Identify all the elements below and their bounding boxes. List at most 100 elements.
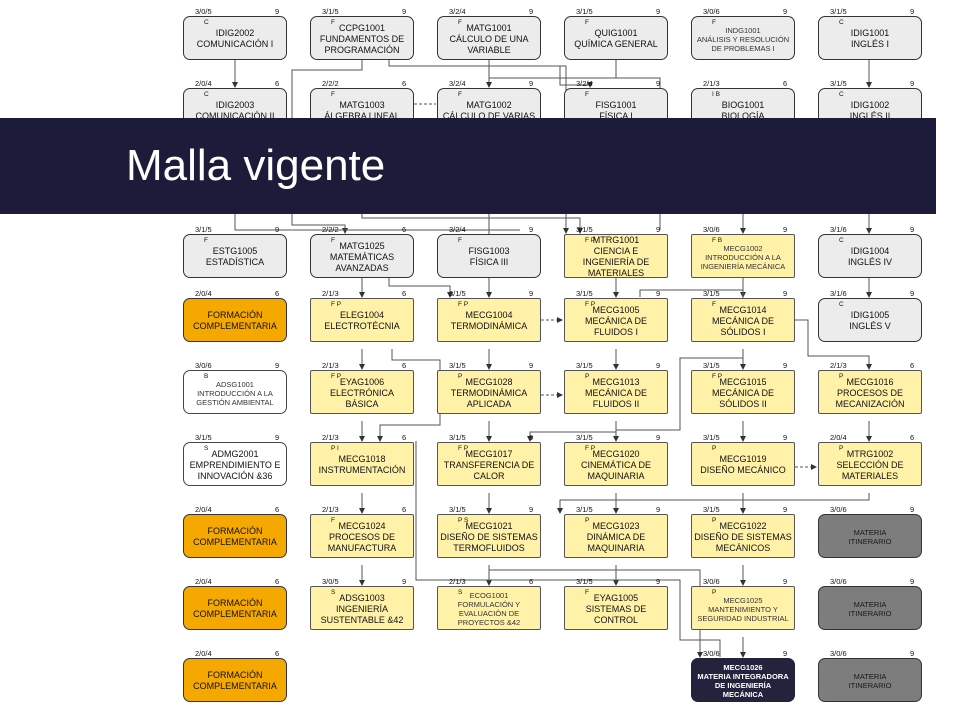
course-label: ELEG1004 ELECTROTÉCNIA [324, 310, 400, 331]
course-hours: 2/0/4 [195, 577, 212, 586]
course-label: FISG1003 FÍSICA III [468, 246, 510, 267]
course-hours: 2/0/4 [195, 505, 212, 514]
course-credits: 6 [275, 79, 280, 88]
course-box[interactable]: MECG1026 MATERIA INTEGRADORA DE INGENIER… [691, 658, 795, 702]
course-label: MECG1026 MATERIA INTEGRADORA DE INGENIER… [697, 663, 789, 699]
course-label: MATG1025 MATEMÁTICAS AVANZADAS [329, 240, 395, 273]
course-box[interactable]: FORMACIÓN COMPLEMENTARIA [183, 514, 287, 558]
course-hours: 3/1/5 [449, 433, 466, 442]
course-label: MECG1022 DISEÑO DE SISTEMAS MECÁNICOS [694, 520, 792, 553]
course-box[interactable]: F FISG1003 FÍSICA III [437, 234, 541, 278]
course-hours: 3/1/5 [576, 433, 593, 442]
course-credits: 9 [529, 79, 534, 88]
course-label: IDIG1002 INGLÉS II [849, 100, 891, 121]
course-label: MECG1014 MECÁNICA DE SÓLIDOS I [711, 304, 774, 337]
course-hours: 3/0/6 [703, 7, 720, 16]
course-label: MATG1001 CÁLCULO DE UNA VARIABLE [449, 22, 529, 55]
course-box[interactable]: FORMACIÓN COMPLEMENTARIA [183, 298, 287, 342]
course-credits: 9 [910, 225, 915, 234]
course-hours: 3/0/6 [195, 361, 212, 370]
slide-edge [936, 0, 960, 720]
course-credits: 6 [275, 289, 280, 298]
course-label: MATERIA ITINERARIO [848, 528, 892, 546]
course-credits: 9 [275, 361, 280, 370]
course-type-tag: B [204, 373, 209, 380]
course-credits: 6 [402, 505, 407, 514]
course-hours: 3/1/6 [830, 225, 847, 234]
course-box[interactable]: FORMACIÓN COMPLEMENTARIA [183, 586, 287, 630]
course-credits: 9 [402, 577, 407, 586]
course-credits: 9 [275, 225, 280, 234]
course-hours: 3/0/6 [703, 577, 720, 586]
course-label: ESTG1005 ESTADÍSTICA [205, 246, 265, 267]
title-banner [0, 118, 936, 214]
course-box[interactable]: MATERIA ITINERARIO [818, 514, 922, 558]
course-credits: 9 [783, 7, 788, 16]
course-hours: 3/0/6 [703, 649, 720, 658]
slide-title: Malla vigente [126, 141, 386, 190]
course-box[interactable]: MATERIA ITINERARIO [818, 658, 922, 702]
course-hours: 3/1/5 [576, 289, 593, 298]
course-hours: 2/1/3 [322, 433, 339, 442]
course-hours: 3/0/6 [830, 505, 847, 514]
course-credits: 9 [275, 7, 280, 16]
course-label: MECG1005 MECÁNICA DE FLUIDOS I [584, 304, 647, 337]
course-label: MATG1003 ÁLGEBRA LINEAL [324, 100, 400, 121]
course-type-tag: C [839, 301, 844, 308]
course-hours: 3/1/5 [830, 7, 847, 16]
course-credits: 9 [656, 361, 661, 370]
course-credits: 9 [529, 225, 534, 234]
course-label: MATERIA ITINERARIO [848, 672, 892, 690]
course-type-tag: F P [585, 237, 596, 244]
course-type-tag: C [839, 19, 844, 26]
course-label: MECG1015 MECÁNICA DE SÓLIDOS II [711, 376, 774, 409]
course-hours: 3/0/6 [703, 225, 720, 234]
course-label: QUIG1001 QUÍMICA GENERAL [574, 28, 658, 49]
course-type-tag: P [585, 517, 590, 524]
course-type-tag: F [458, 237, 462, 244]
course-hours: 3/1/5 [703, 361, 720, 370]
course-type-tag: F P [585, 445, 596, 452]
course-type-tag: F [712, 301, 716, 308]
course-box[interactable]: MATERIA ITINERARIO [818, 586, 922, 630]
course-credits: 6 [275, 577, 280, 586]
course-box[interactable]: FORMACIÓN COMPLEMENTARIA [183, 658, 287, 702]
course-label: MECG1023 DINÁMICA DE MAQUINARIA [586, 520, 646, 553]
